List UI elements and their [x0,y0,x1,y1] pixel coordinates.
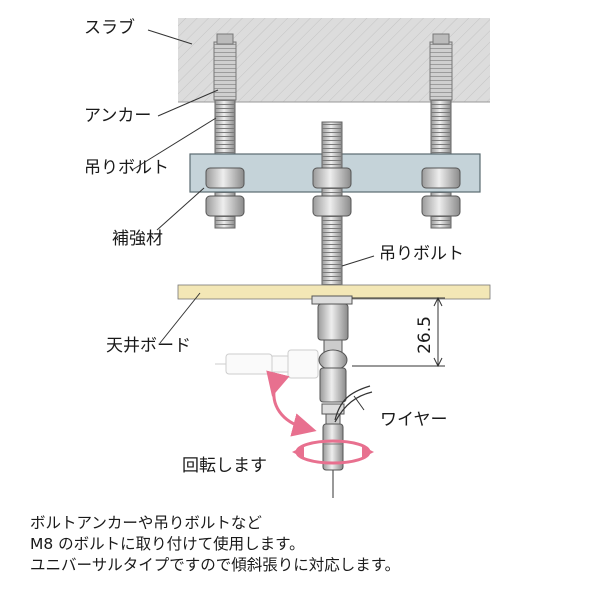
anchor-left [213,33,237,101]
anchor-label: アンカー [84,106,152,126]
wire [334,385,373,423]
hanging-bolt-label-left: 吊りボルト [84,158,169,178]
rotate-arrow-icon [292,439,374,465]
tilt-arrow-icon [266,370,317,437]
nuts-right [421,167,461,217]
leader-lines [131,29,375,411]
caption-line: ボルトアンカーや吊りボルトなど [30,514,262,532]
wire-label: ワイヤー [380,410,448,430]
caption-line: ユニバーサルタイプですので傾斜張りに対応します。 [30,556,401,574]
caption: ボルトアンカーや吊りボルトなど M8 のボルトに取り付けて使用します。 ユニバー… [30,513,400,576]
hanging-bolt-center [312,121,352,299]
caption-line: M8 のボルトに取り付けて使用します。 [30,535,305,553]
tilted-fitting-ghost [215,349,319,379]
dimension-value: 26.5 [415,316,435,354]
nuts-left [205,167,245,217]
rotates-label: 回転します [182,456,267,476]
universal-fitting [311,295,353,498]
hanging-bolt-label-right: 吊りボルト [379,244,464,264]
reinforcement-label: 補強材 [112,229,163,249]
dimension-line [352,296,445,368]
anchor-right [429,33,453,101]
slab-label: スラブ [84,18,135,38]
ceiling-board-label: 天井ボード [106,336,191,356]
